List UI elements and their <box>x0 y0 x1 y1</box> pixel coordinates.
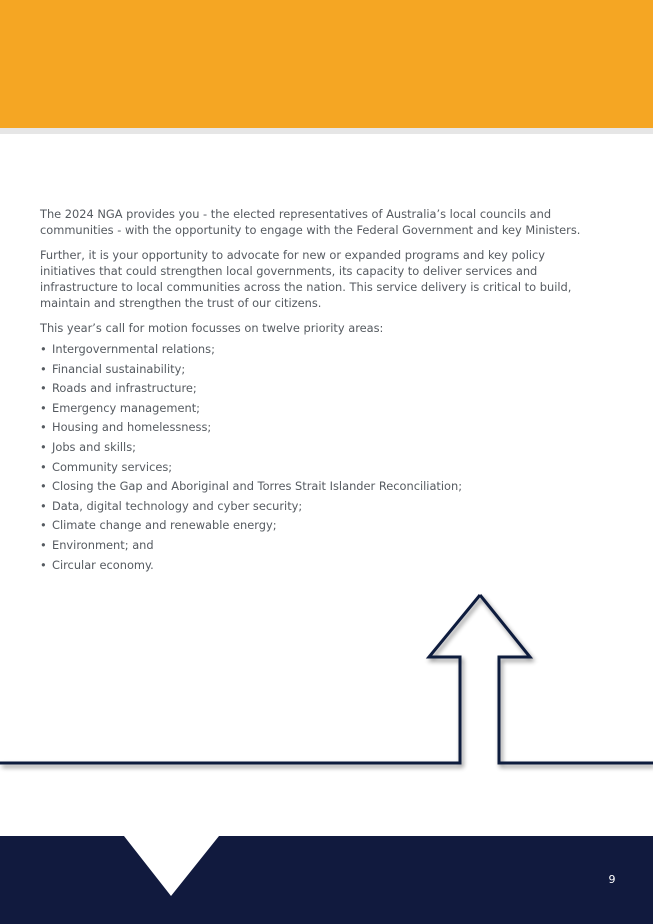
list-item: • Housing and homelessness; <box>40 419 590 439</box>
page-number: 9 <box>608 873 616 886</box>
list-item: • Climate change and renewable energy; <box>40 517 590 537</box>
list-item-text: Emergency management; <box>52 400 201 415</box>
list-item-text: Climate change and renewable energy; <box>52 518 277 533</box>
list-item-text: Data, digital technology and cyber secur… <box>52 498 303 513</box>
list-intro: This year’s call for motion focusses on … <box>40 320 384 335</box>
footer-notch <box>0 836 653 924</box>
list-item: • Community services; <box>40 459 590 479</box>
arrow-left-outline <box>0 594 482 765</box>
bullet-icon: • <box>40 498 47 513</box>
list-item: • Emergency management; <box>40 400 590 420</box>
list-item-text: Financial sustainability; <box>52 361 186 376</box>
list-item-text: Jobs and skills; <box>52 440 136 455</box>
bullet-icon: • <box>40 361 47 376</box>
bullet-icon: • <box>40 400 47 415</box>
header-band-shadow <box>0 128 653 134</box>
main-content: The 2024 NGA provides you - the elected … <box>40 206 590 576</box>
list-item: • Closing the Gap and Aboriginal and Torr… <box>40 478 590 498</box>
arrow-right-outline <box>478 594 653 765</box>
list-item-text: Community services; <box>52 459 173 474</box>
list-item: • Circular economy. <box>40 557 590 577</box>
bullet-icon: • <box>40 342 47 357</box>
bullet-icon: • <box>40 420 47 435</box>
list-item: • Roads and infrastructure; <box>40 380 590 400</box>
list-item-text: Environment; and <box>52 538 154 553</box>
footer-band <box>0 836 653 924</box>
list-item: • Data, digital technology and cyber secu… <box>40 498 590 518</box>
list-item-text: Intergovernmental relations; <box>52 342 215 357</box>
up-arrow-outline-icon <box>0 594 653 765</box>
list-item: • Financial sustainability; <box>40 361 590 381</box>
bullet-icon: • <box>40 459 47 474</box>
list-item: • Environment; and <box>40 537 590 557</box>
bullet-icon: • <box>40 479 47 494</box>
intro-paragraph: The 2024 NGA provides you - the elected … <box>40 207 581 238</box>
bullet-icon: • <box>40 381 47 396</box>
list-item: • Intergovernmental relations; <box>40 341 590 361</box>
bullet-icon: • <box>40 538 47 553</box>
priority-areas-list: • Intergovernmental relations; • Financial… <box>40 341 590 576</box>
list-item-text: Housing and homelessness; <box>52 420 212 435</box>
advocacy-paragraph: Further, it is your opportunity to advoc… <box>40 247 572 311</box>
bullet-icon: • <box>40 557 47 572</box>
list-item-text: Closing the Gap and Aboriginal and Torre… <box>52 479 463 494</box>
bullet-icon: • <box>40 518 47 533</box>
header-band <box>0 0 653 128</box>
list-item-text: Circular economy. <box>52 557 154 572</box>
list-item: • Jobs and skills; <box>40 439 590 459</box>
list-item-text: Roads and infrastructure; <box>52 381 197 396</box>
bullet-icon: • <box>40 440 47 455</box>
